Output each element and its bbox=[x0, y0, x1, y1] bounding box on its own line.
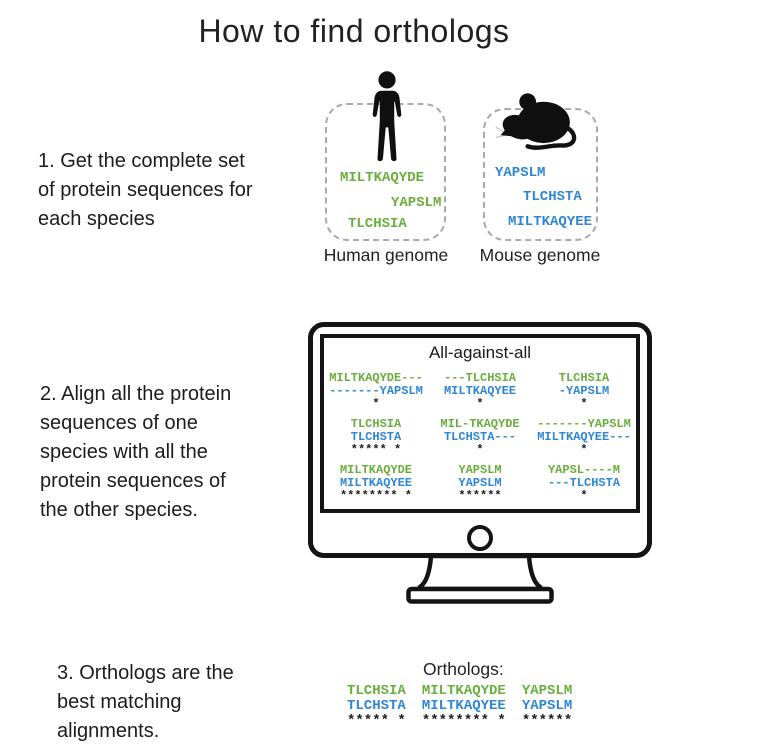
human-protein-sequence: MILTKAQYDE bbox=[340, 170, 425, 186]
step-line: 1. Get the complete set bbox=[38, 150, 245, 172]
alignment-match-stars: * bbox=[580, 489, 588, 503]
alignment-match-stars: * bbox=[372, 397, 380, 411]
mouse-protein-sequence: TLCHSTA bbox=[523, 189, 582, 205]
alignment-top-sequence: ---TLCHSIA bbox=[443, 371, 516, 385]
step-line: alignments. bbox=[57, 720, 160, 742]
alignment-match-stars: ******** * bbox=[339, 489, 412, 503]
alignment-cell: MILTKAQYDE--- -------YAPSLM * bbox=[329, 372, 423, 411]
step-line: species with all the bbox=[40, 441, 208, 463]
ortholog-human-sequence: MILTKAQYDE bbox=[421, 683, 506, 699]
step-line: each species bbox=[38, 208, 155, 230]
alignment-match-stars: ***** * bbox=[350, 443, 402, 457]
alignment-match-stars: * bbox=[580, 443, 588, 457]
ortholog-mouse-sequence: MILTKAQYEE bbox=[421, 698, 506, 714]
ortholog-human-sequence: TLCHSIA bbox=[347, 683, 406, 699]
alignment-top-sequence: MILTKAQYDE bbox=[339, 463, 412, 477]
human-protein-sequence: TLCHSIA bbox=[348, 216, 407, 232]
step-2-text: 2. Align all the protein sequences of on… bbox=[40, 380, 231, 525]
alignment-bottom-sequence: -YAPSLM bbox=[558, 384, 610, 398]
step-line: best matching bbox=[57, 691, 182, 713]
screen-title: All-against-all bbox=[428, 343, 532, 362]
mouse-protein-sequence: YAPSLM bbox=[495, 165, 546, 181]
monitor-icon: All-against-all MILTKAQYDE--- -------YAP… bbox=[308, 322, 652, 558]
alignment-cell: YAPSL----M ---TLCHSTA * bbox=[548, 464, 620, 503]
ortholog-match-stars: ***** * bbox=[347, 713, 406, 729]
alignment-bottom-sequence: ---TLCHSTA bbox=[547, 476, 620, 490]
ortholog-mouse-sequence: TLCHSTA bbox=[347, 698, 406, 714]
step-line: of protein sequences for bbox=[38, 179, 253, 201]
alignment-cell: MIL-TKAQYDE TLCHSTA--- * bbox=[440, 418, 519, 457]
alignment-top-sequence: YAPSLM bbox=[458, 463, 502, 477]
step-line: sequences of one bbox=[40, 412, 198, 434]
alignment-bottom-sequence: TLCHSTA--- bbox=[443, 430, 516, 444]
alignment-bottom-sequence: MILTKAQYEE bbox=[339, 476, 412, 490]
ortholog-pair: YAPSLM YAPSLM ****** bbox=[522, 684, 572, 729]
alignment-top-sequence: -------YAPSLM bbox=[537, 417, 631, 431]
monitor-stand-icon bbox=[406, 556, 554, 604]
human-icon bbox=[372, 71, 402, 162]
mouse-protein-sequence: MILTKAQYEE bbox=[508, 214, 593, 230]
human-genome-label: Human genome bbox=[323, 245, 449, 265]
orthologs-label: Orthologs: bbox=[423, 659, 504, 679]
alignment-match-stars: * bbox=[580, 397, 588, 411]
ortholog-pair: TLCHSIA TLCHSTA ***** * bbox=[347, 684, 406, 729]
alignment-cell: MILTKAQYDE MILTKAQYEE ******** * bbox=[340, 464, 412, 503]
page-title: How to find orthologs bbox=[198, 13, 510, 49]
alignment-top-sequence: TLCHSIA bbox=[558, 371, 610, 385]
alignment-match-stars: ****** bbox=[458, 489, 502, 503]
mouse-genome-label: Mouse genome bbox=[479, 245, 601, 265]
human-protein-sequence: YAPSLM bbox=[391, 195, 442, 211]
step-line: protein sequences of bbox=[40, 470, 226, 492]
monitor-camera-icon bbox=[467, 525, 493, 551]
alignment-bottom-sequence: -------YAPSLM bbox=[329, 384, 423, 398]
alignment-bottom-sequence: MILTKAQYEE bbox=[443, 384, 516, 398]
alignment-cell: TLCHSIA -YAPSLM * bbox=[559, 372, 609, 411]
alignment-cell: ---TLCHSIA MILTKAQYEE * bbox=[444, 372, 516, 411]
alignment-top-sequence: YAPSL----M bbox=[547, 463, 620, 477]
alignment-cell: -------YAPSLM MILTKAQYEE--- * bbox=[537, 418, 631, 457]
ortholog-match-stars: ******** * bbox=[421, 713, 506, 729]
mouse-icon bbox=[495, 93, 577, 150]
step-line: 3. Orthologs are the bbox=[57, 662, 234, 684]
step-line: the other species. bbox=[40, 499, 198, 521]
alignment-match-stars: * bbox=[476, 443, 484, 457]
monitor-screen: All-against-all MILTKAQYDE--- -------YAP… bbox=[320, 334, 640, 513]
ortholog-pairs: TLCHSIA TLCHSTA ***** * MILTKAQYDE MILTK… bbox=[347, 684, 572, 729]
alignment-bottom-sequence: TLCHSTA bbox=[350, 430, 402, 444]
alignment-grid: MILTKAQYDE--- -------YAPSLM * ---TLCHSIA… bbox=[324, 372, 636, 503]
alignment-bottom-sequence: MILTKAQYEE--- bbox=[537, 430, 631, 444]
alignment-bottom-sequence: YAPSLM bbox=[458, 476, 502, 490]
alignment-top-sequence: MIL-TKAQYDE bbox=[440, 417, 520, 431]
ortholog-pair: MILTKAQYDE MILTKAQYEE ******** * bbox=[422, 684, 506, 729]
alignment-match-stars: * bbox=[476, 397, 484, 411]
alignment-top-sequence: MILTKAQYDE--- bbox=[329, 371, 423, 385]
ortholog-mouse-sequence: YAPSLM bbox=[521, 698, 573, 714]
alignment-top-sequence: TLCHSIA bbox=[350, 417, 402, 431]
ortholog-match-stars: ****** bbox=[521, 713, 573, 729]
step-3-text: 3. Orthologs are the best matching align… bbox=[57, 659, 234, 746]
step-1-text: 1. Get the complete set of protein seque… bbox=[38, 147, 253, 234]
alignment-cell: TLCHSIA TLCHSTA ***** * bbox=[351, 418, 401, 457]
alignment-cell: YAPSLM YAPSLM ****** bbox=[458, 464, 501, 503]
ortholog-human-sequence: YAPSLM bbox=[521, 683, 573, 699]
step-line: 2. Align all the protein bbox=[40, 383, 232, 405]
